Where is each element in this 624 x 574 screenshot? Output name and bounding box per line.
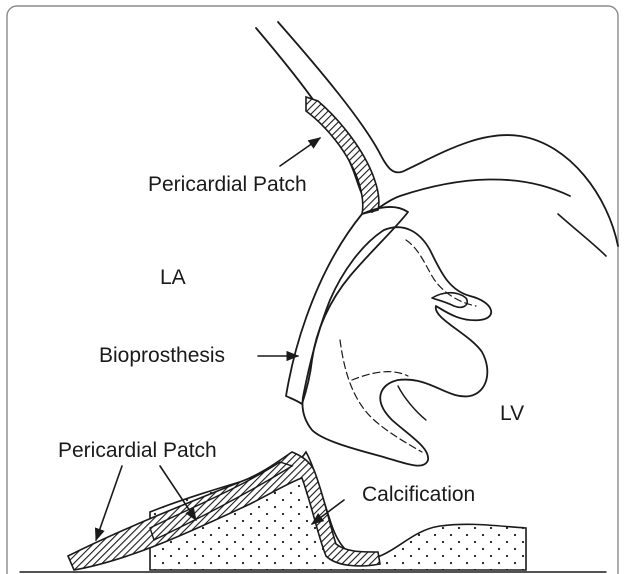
label-bioprosthesis: Bioprosthesis [99, 344, 225, 367]
label-pericardial-patch-top: Pericardial Patch [148, 173, 307, 196]
label-calcification: Calcification [362, 483, 475, 506]
bioprosthesis-valve [286, 207, 491, 466]
label-la: LA [160, 266, 186, 289]
arrow-lower-patch-left [96, 466, 122, 540]
upper-atrial-wall [256, 22, 618, 256]
arrow-upper-patch [280, 138, 320, 166]
label-lv: LV [500, 402, 524, 425]
label-pericardial-patch-bottom: Pericardial Patch [58, 439, 217, 462]
upper-pericardial-patch [306, 97, 379, 214]
